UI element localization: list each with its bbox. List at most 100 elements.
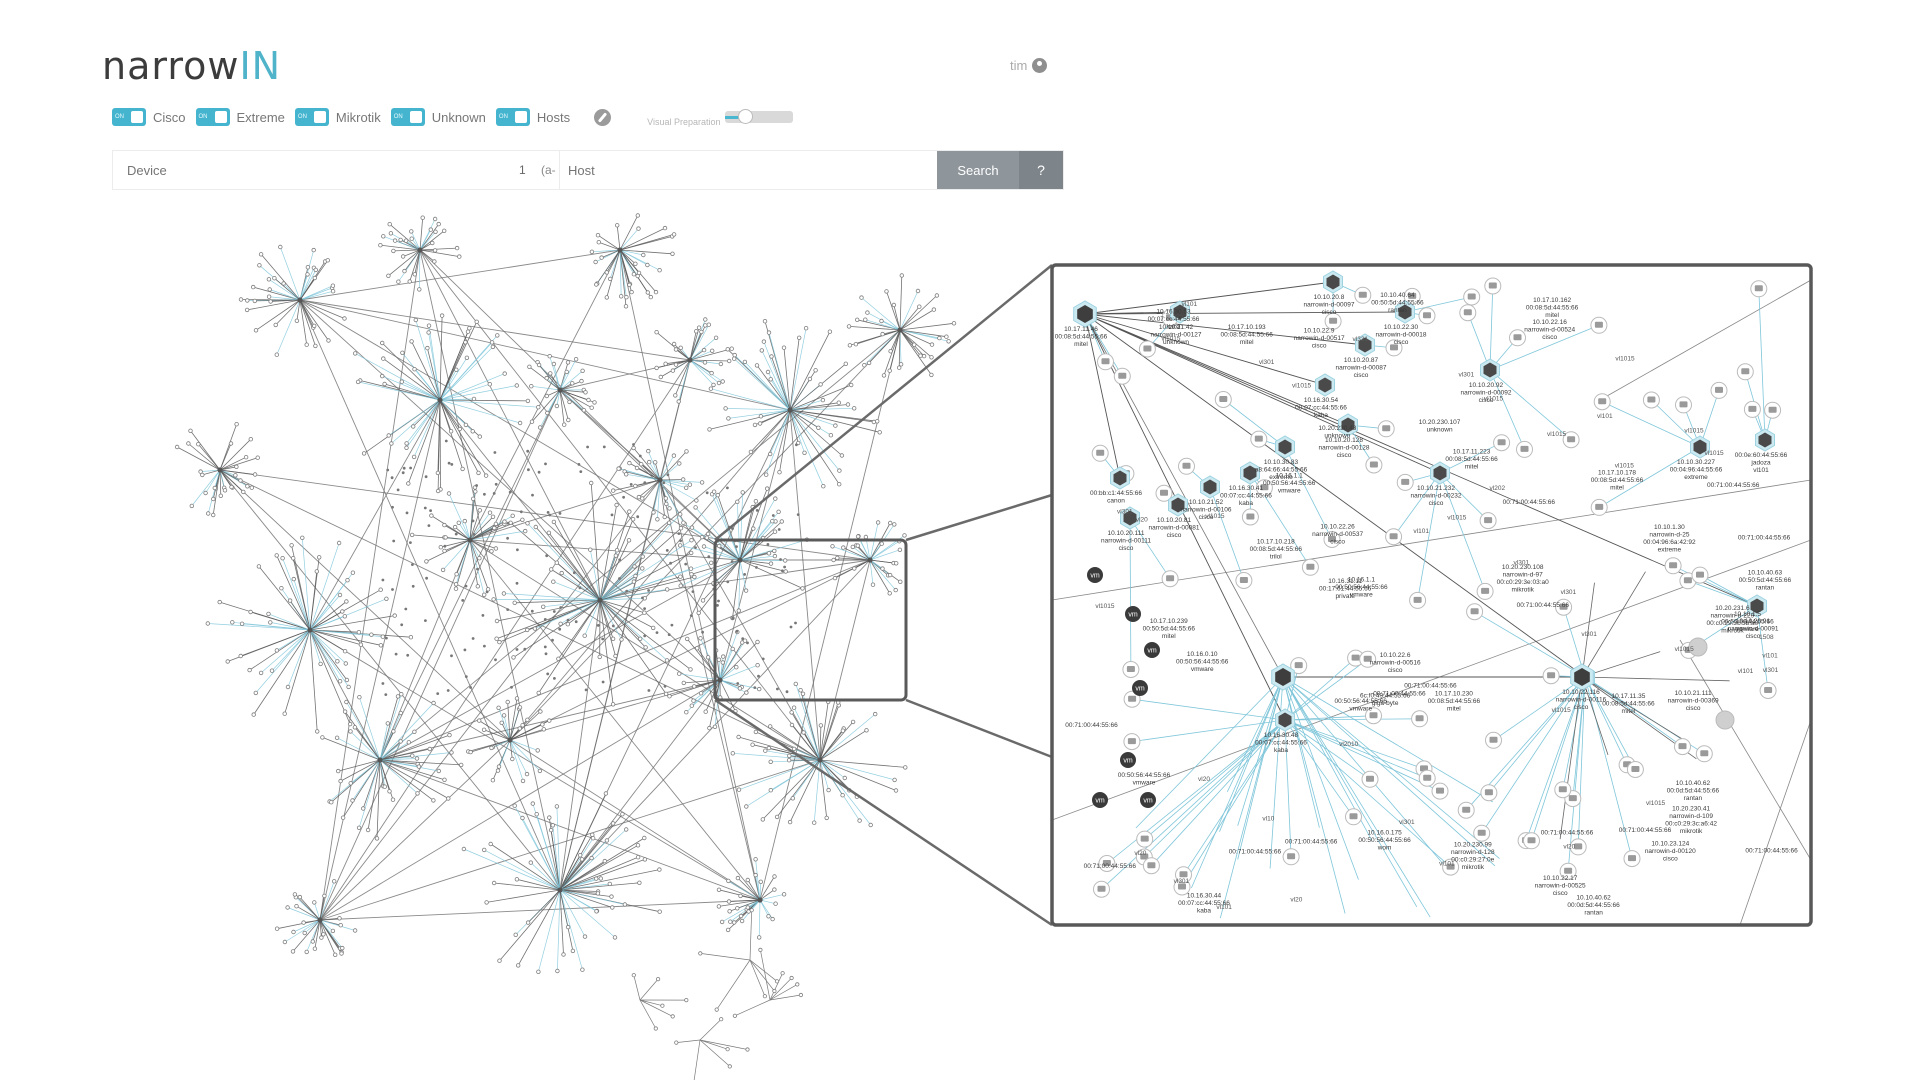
overview-node[interactable] — [768, 561, 774, 566]
overview-dot[interactable] — [510, 685, 513, 689]
overview-node[interactable] — [410, 753, 415, 758]
overview-node[interactable] — [222, 488, 228, 493]
overview-node[interactable] — [551, 361, 557, 367]
overview-node[interactable] — [449, 750, 454, 755]
overview-node[interactable] — [381, 234, 386, 239]
overview-node[interactable] — [355, 379, 361, 385]
overview-node[interactable] — [471, 396, 477, 402]
overview-node[interactable] — [753, 872, 758, 878]
overview-node[interactable] — [725, 347, 730, 352]
overview-node[interactable] — [330, 283, 336, 288]
overview-node[interactable] — [802, 450, 807, 455]
overview-node[interactable] — [266, 611, 271, 617]
overview-node[interactable] — [689, 525, 695, 530]
overview-node[interactable] — [225, 659, 230, 664]
overview-node[interactable] — [755, 639, 760, 645]
vm-node[interactable] — [1092, 792, 1108, 808]
overview-node[interactable] — [657, 268, 662, 273]
overview-node[interactable] — [648, 294, 653, 300]
overview-node[interactable] — [442, 522, 447, 528]
overview-node[interactable] — [248, 437, 253, 442]
overview-node[interactable] — [875, 419, 880, 424]
overview-node[interactable] — [610, 702, 616, 707]
overview-dot[interactable] — [641, 596, 644, 600]
overview-node[interactable] — [745, 1047, 750, 1052]
overview-dot[interactable] — [429, 509, 432, 512]
overview-dot[interactable] — [515, 648, 519, 651]
overview-node[interactable] — [510, 756, 515, 762]
overview-node[interactable] — [556, 656, 561, 661]
overview-dot[interactable] — [523, 647, 527, 651]
overview-hub[interactable] — [297, 297, 303, 303]
overview-node[interactable] — [791, 705, 797, 710]
overview-dot[interactable] — [463, 648, 467, 652]
overview-node[interactable] — [598, 876, 603, 881]
overview-node[interactable] — [726, 878, 731, 884]
overview-dot[interactable] — [464, 584, 468, 588]
overview-node[interactable] — [610, 636, 616, 641]
overview-dot[interactable] — [731, 616, 735, 620]
overview-node[interactable] — [620, 812, 625, 817]
overview-node[interactable] — [795, 982, 800, 987]
overview-hub[interactable] — [557, 387, 563, 393]
overview-node[interactable] — [477, 718, 482, 723]
overview-node[interactable] — [745, 905, 750, 910]
overview-node[interactable] — [602, 858, 607, 864]
overview-node[interactable] — [369, 632, 374, 637]
overview-node[interactable] — [274, 926, 280, 931]
overview-node[interactable] — [663, 361, 668, 366]
overview-dot[interactable] — [625, 589, 629, 593]
overview-node[interactable] — [879, 318, 884, 324]
overview-node[interactable] — [477, 556, 482, 561]
overview-node[interactable] — [839, 453, 845, 458]
overview-node[interactable] — [435, 488, 441, 494]
overview-node[interactable] — [758, 947, 763, 953]
overview-node[interactable] — [387, 789, 392, 794]
toggle-hosts[interactable]: ON — [495, 108, 530, 126]
overview-node[interactable] — [770, 519, 775, 524]
overview-hub[interactable] — [597, 597, 603, 603]
overview-node[interactable] — [798, 992, 804, 998]
overview-node[interactable] — [532, 626, 538, 631]
overview-node[interactable] — [888, 349, 893, 354]
overview-node[interactable] — [749, 908, 754, 913]
overview-node[interactable] — [622, 902, 628, 907]
overview-node[interactable] — [800, 691, 806, 696]
overview-hub[interactable] — [897, 327, 903, 333]
overview-node[interactable] — [433, 229, 438, 234]
overview-node[interactable] — [828, 433, 834, 438]
overview-node[interactable] — [513, 932, 518, 937]
overview-node[interactable] — [392, 238, 398, 243]
overview-node[interactable] — [582, 934, 588, 939]
overview-node[interactable] — [424, 559, 429, 564]
overview-node[interactable] — [494, 618, 500, 624]
overview-node[interactable] — [894, 561, 899, 566]
overview-dot[interactable] — [391, 588, 394, 591]
overview-node[interactable] — [742, 638, 748, 643]
overview-node[interactable] — [536, 969, 541, 974]
overview-node[interactable] — [490, 778, 496, 783]
overview-node[interactable] — [740, 490, 745, 495]
overview-dot[interactable] — [409, 466, 412, 470]
overview-node[interactable] — [609, 894, 614, 899]
overview-node[interactable] — [374, 836, 380, 841]
overview-node[interactable] — [536, 405, 541, 410]
overview-node[interactable] — [301, 920, 306, 925]
overview-node[interactable] — [268, 620, 273, 625]
overview-node[interactable] — [436, 768, 441, 774]
help-button[interactable]: ? — [1019, 151, 1063, 189]
overview-node[interactable] — [342, 649, 348, 654]
overview-node[interactable] — [501, 713, 507, 718]
overview-node[interactable] — [487, 510, 493, 515]
overview-node[interactable] — [753, 857, 758, 862]
overview-dot[interactable] — [543, 618, 547, 621]
overview-node[interactable] — [593, 259, 598, 265]
overview-node[interactable] — [412, 272, 417, 277]
overview-dot[interactable] — [461, 599, 465, 602]
overview-node[interactable] — [636, 270, 642, 276]
overview-node[interactable] — [594, 876, 599, 881]
overview-dot[interactable] — [436, 692, 440, 695]
device-input[interactable] — [113, 161, 519, 179]
overview-node[interactable] — [769, 354, 774, 359]
overview-dot[interactable] — [578, 586, 582, 590]
